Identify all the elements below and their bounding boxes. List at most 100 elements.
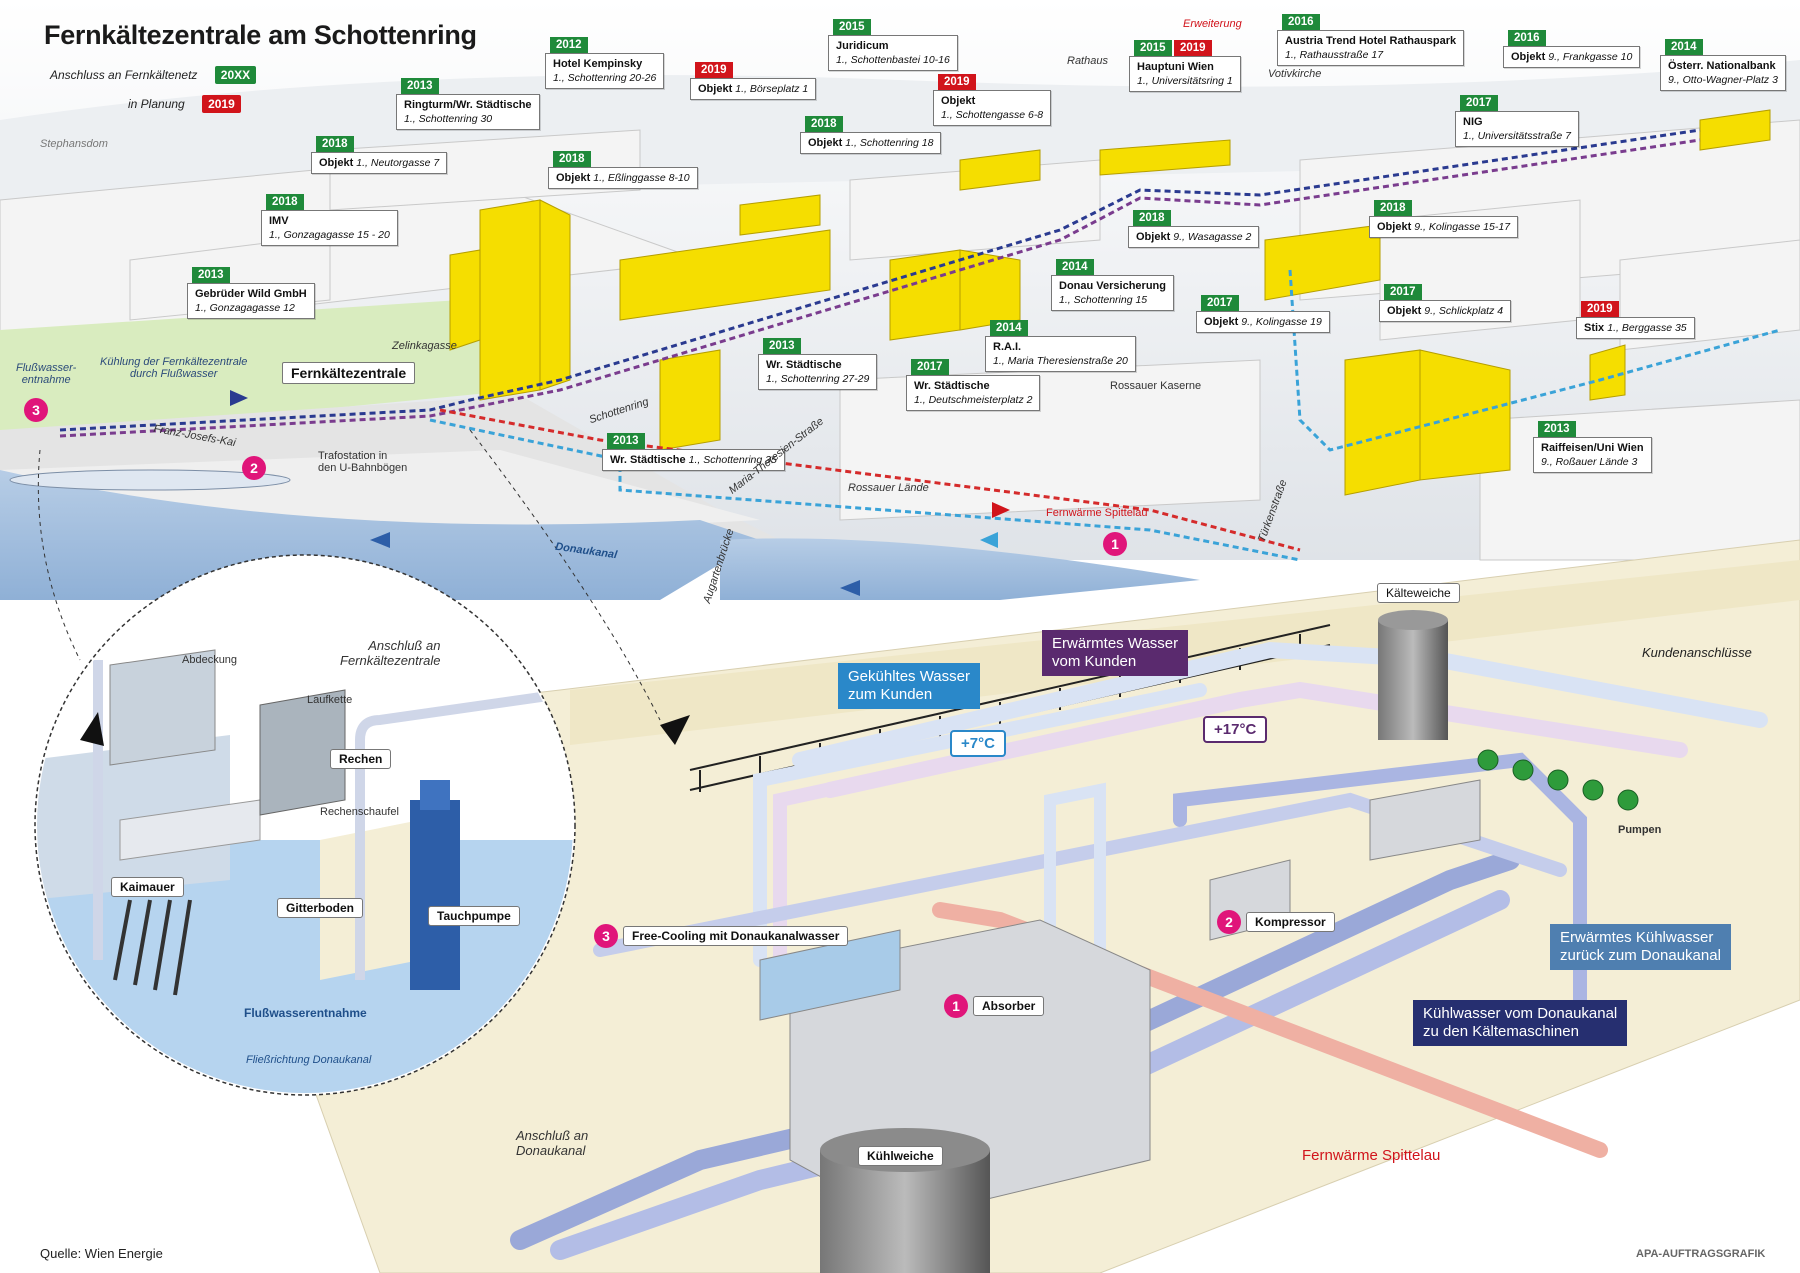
inset-abdeckung: Abdeckung	[182, 654, 238, 666]
place-erweiterung: Erweiterung	[1183, 18, 1242, 30]
building-address: 1., Berggasse 35	[1607, 322, 1687, 334]
place-trafo: Trafostation in den U-Bahnbögen	[318, 450, 408, 474]
building-name: Hauptuni Wien	[1137, 61, 1214, 73]
year-badge: 2014	[1056, 259, 1094, 275]
marker-1-plant: 1	[944, 994, 968, 1018]
legend-planned: in Planung 2019	[128, 95, 241, 113]
building-name: Raiffeisen/Uni Wien	[1541, 442, 1644, 454]
building-address: 9., Roßauer Lände 3	[1541, 456, 1638, 468]
year-badge: 2019	[695, 62, 733, 78]
marker-2-map: 2	[242, 456, 266, 480]
building-address: 1., Universitätsstraße 7	[1463, 130, 1571, 142]
building-name: Stix	[1584, 322, 1605, 334]
marker-2-plant: 2	[1217, 910, 1241, 934]
legend-planned-badge: 2019	[202, 95, 241, 113]
building-name: Objekt	[698, 83, 733, 95]
building-name: Ringturm/Wr. Städtische	[404, 99, 532, 111]
year-badge: 2019	[938, 74, 976, 90]
credit-note: APA-AUFTRAGSGRAFIK	[1636, 1248, 1766, 1260]
legend-planned-label: in Planung	[128, 97, 185, 111]
building-address: 9., Schlickplatz 4	[1424, 305, 1504, 317]
inset-fliessrichtung: Fließrichtung Donaukanal	[246, 1054, 372, 1066]
place-fernwaerme-top: Fernwärme Spittelau	[1046, 507, 1148, 519]
place-stephansdom: Stephansdom	[40, 138, 108, 150]
plant-kaelteweiche: Kälteweiche	[1377, 583, 1460, 603]
building-name: Austria Trend Hotel Rathauspark	[1285, 35, 1457, 47]
building-address: 1., Neutorgasse 7	[356, 157, 440, 169]
plant-absorber: Absorber	[973, 996, 1045, 1016]
legend-connected-label: Anschluss an Fernkältenetz	[50, 68, 198, 82]
building-name: Objekt	[941, 95, 976, 107]
building-address: 1., Schottenbastei 10-16	[836, 54, 950, 66]
source-note: Quelle: Wien Energie	[40, 1246, 163, 1261]
place-votivkirche: Votivkirche	[1268, 68, 1322, 80]
year-badge: 2017	[1384, 284, 1422, 300]
inset-anschluss: Anschluß an Fernkältezentrale	[340, 638, 441, 668]
building-name: R.A.I.	[993, 341, 1022, 353]
plant-anschluss-donaukanal: Anschluß an Donaukanal	[516, 1128, 589, 1158]
year-badge: 2018	[1133, 210, 1171, 226]
building-name: Gebrüder Wild GmbH	[195, 288, 307, 300]
building-name: Juridicum	[836, 40, 889, 52]
plant-temp-7: +7°C	[950, 730, 1006, 757]
year-badge: 2017	[1201, 295, 1239, 311]
place-rossauer-kaserne: Rossauer Kaserne	[1110, 380, 1202, 392]
inset-flusswasserentnahme: Flußwasserentnahme	[244, 1006, 367, 1020]
year-badge: 2018	[1374, 200, 1412, 216]
year-badge: 2018	[266, 194, 304, 210]
year-badge: 2017	[1460, 95, 1498, 111]
building-name: Wr. Städtische	[914, 380, 990, 392]
year-badge: 2017	[911, 359, 949, 375]
building-address: 1., Schottenring 35	[688, 454, 777, 466]
year-badge: 2012	[550, 37, 588, 53]
place-rathaus: Rathaus	[1067, 55, 1108, 67]
place-kuehlung: Kühlung der Fernkältezentrale durch Fluß…	[100, 356, 248, 380]
year-badge: 2018	[553, 151, 591, 167]
year-badge: 2018	[805, 116, 843, 132]
inset-rechenschaufel: Rechenschaufel	[320, 806, 399, 818]
building-address: 1., Schottenring 18	[845, 137, 934, 149]
legend-connected-badge: 20XX	[214, 66, 257, 84]
building-name: Objekt	[1511, 51, 1546, 63]
building-name: Objekt	[808, 137, 843, 149]
marker-3-plant: 3	[594, 924, 618, 948]
building-name: Wr. Städtische	[766, 359, 842, 371]
year-badge: 2013	[401, 78, 439, 94]
year-badge: 2018	[316, 136, 354, 152]
building-name: Hotel Kempinsky	[553, 58, 643, 70]
plant-temp-17: +17°C	[1203, 716, 1268, 743]
building-address: 1., Eßlinggasse 8-10	[593, 172, 690, 184]
plant-kuehlweiche: Kühlweiche	[858, 1146, 943, 1166]
building-name: NIG	[1463, 116, 1483, 128]
year-badge: 2013	[763, 338, 801, 354]
building-name: Wr. Städtische	[610, 454, 686, 466]
fernkaeltezentrale-label: Fernkältezentrale	[282, 362, 416, 384]
building-name: Objekt	[1377, 221, 1412, 233]
building-name: IMV	[269, 215, 289, 227]
place-flusswasser: Flußwasser- entnahme	[16, 362, 77, 386]
building-name: Objekt	[1136, 231, 1171, 243]
year-badge: 2013	[192, 267, 230, 283]
building-address: 1., Gonzagagasse 15 - 20	[269, 229, 390, 241]
year-badge: 2013	[607, 433, 645, 449]
building-address: 1., Universitätsring 1	[1137, 75, 1233, 87]
page-title: Fernkältezentrale am Schottenring	[44, 20, 477, 50]
